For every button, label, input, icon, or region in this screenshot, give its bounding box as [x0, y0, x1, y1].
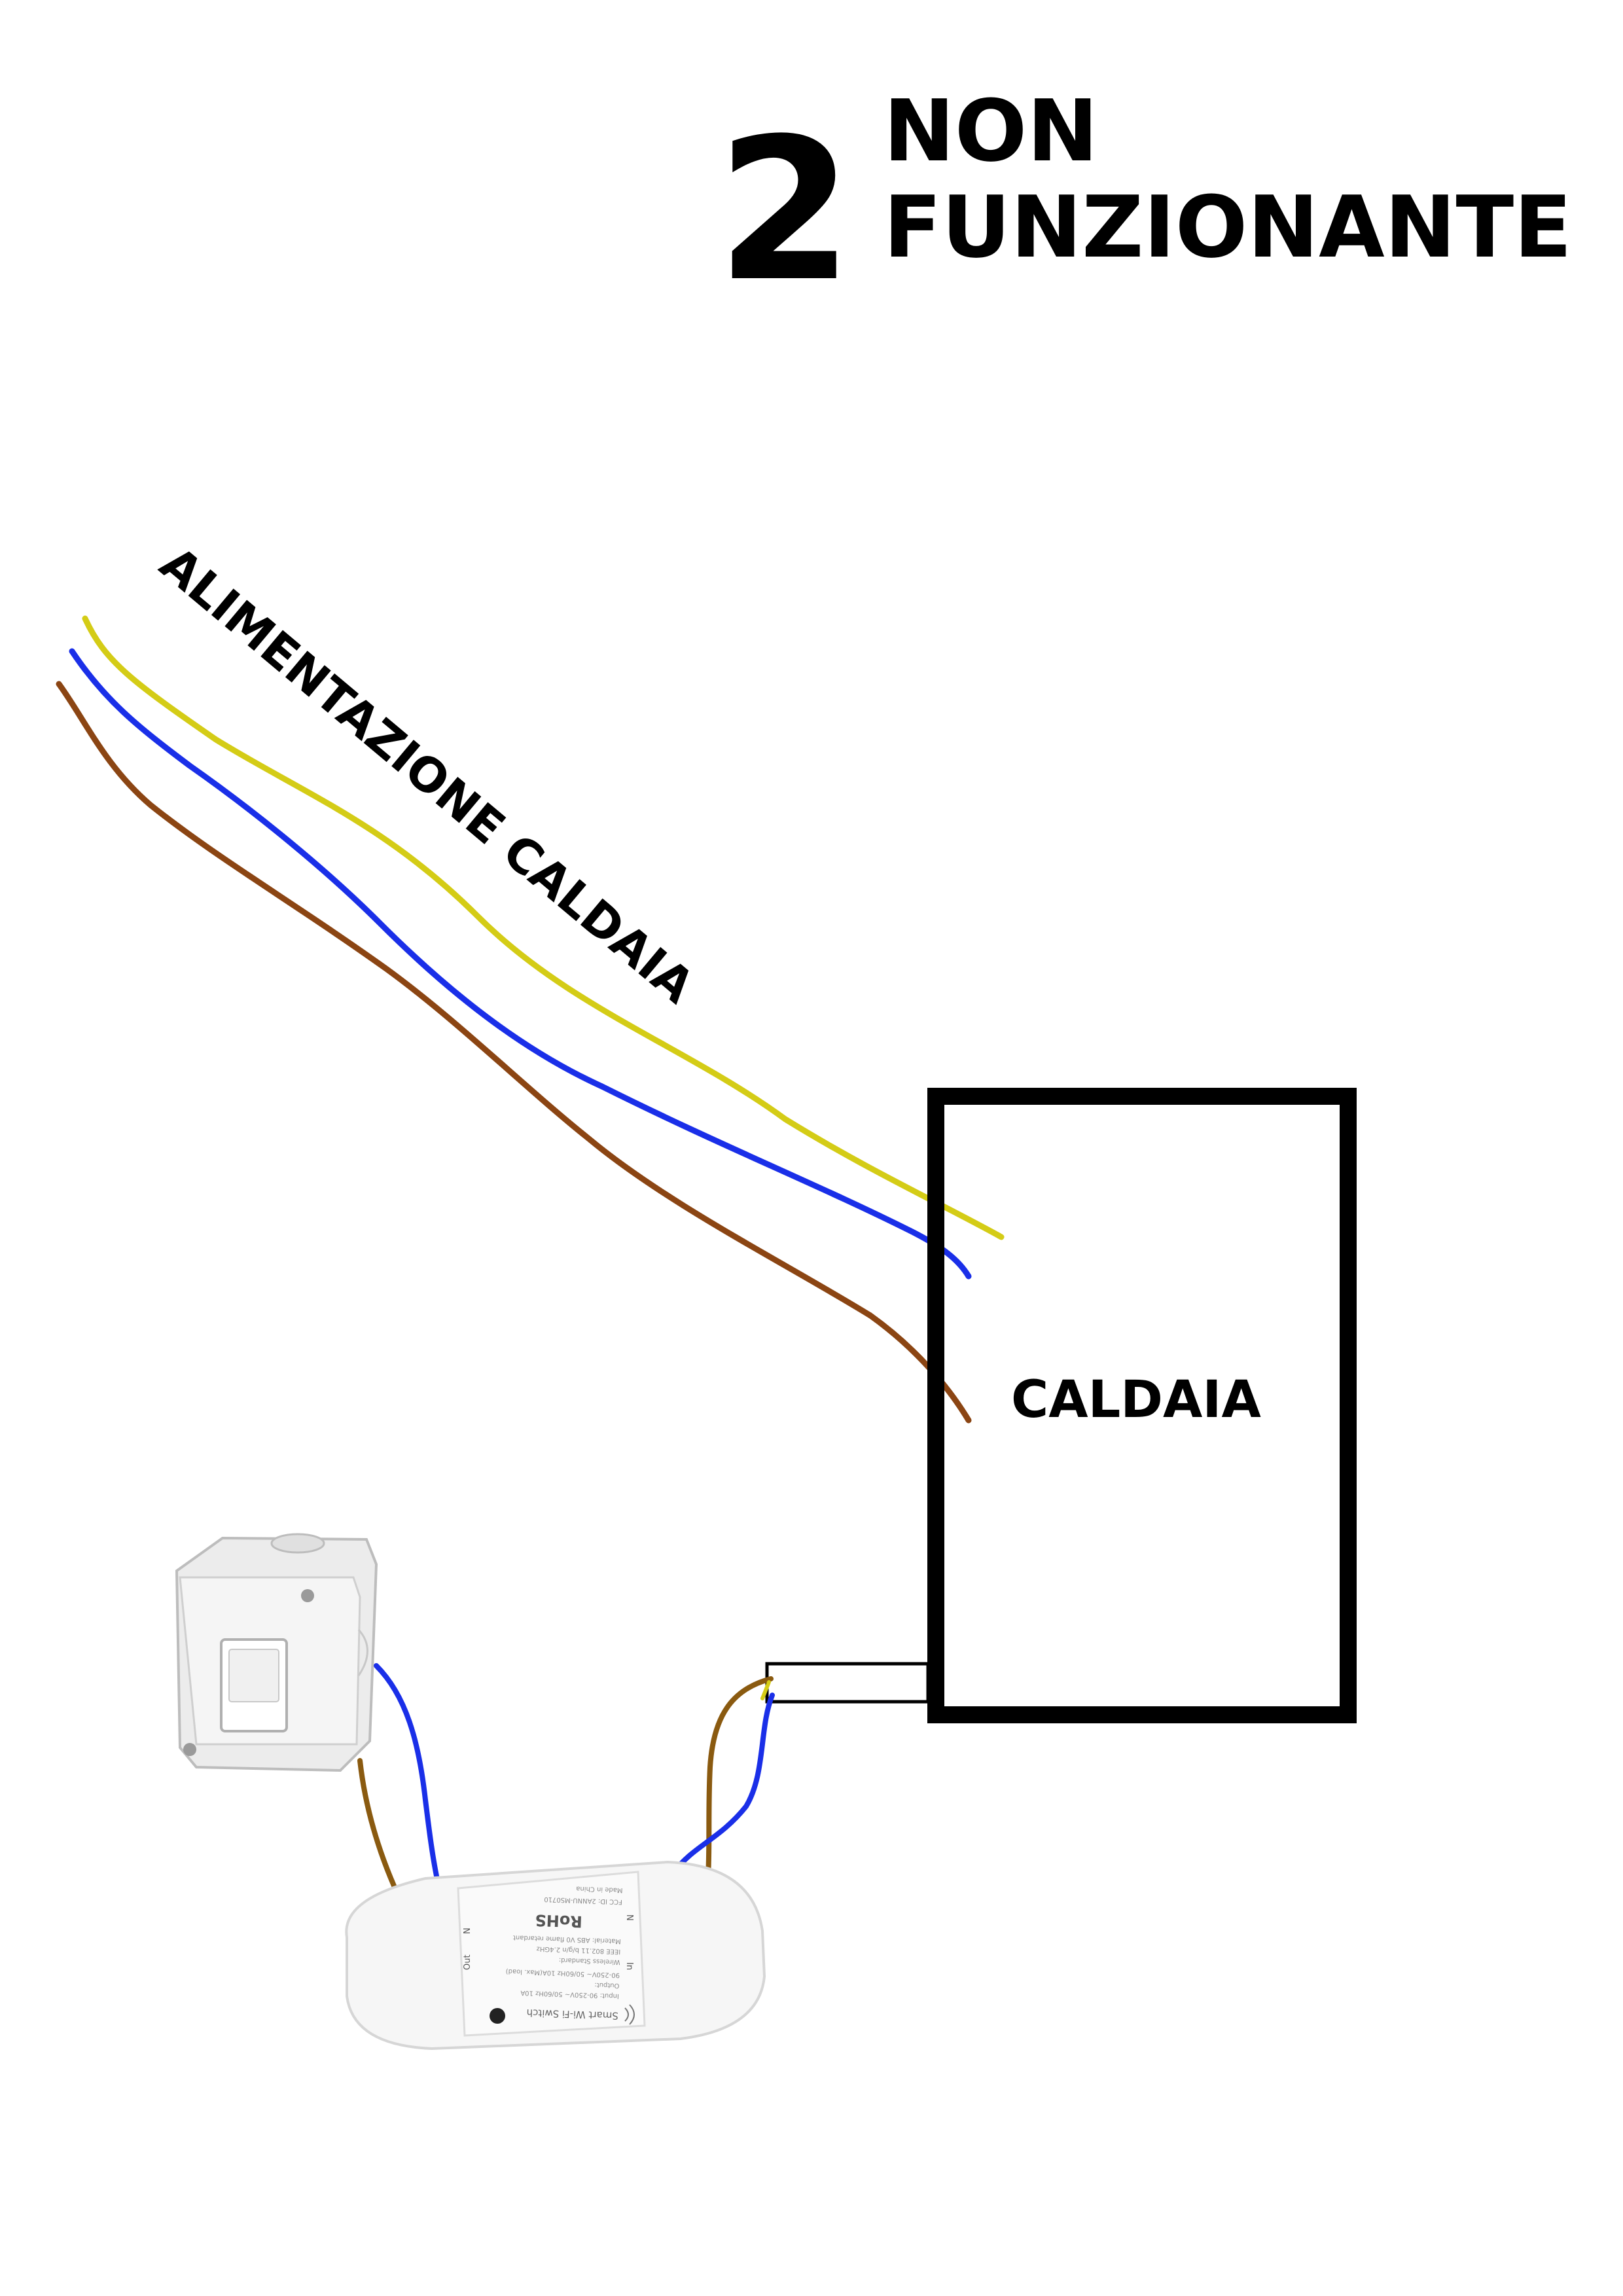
supply-wire-blue [69, 648, 972, 1280]
smart-relay-icon [345, 1860, 766, 2051]
module-line10: Made in China [576, 1885, 623, 1893]
terminal-n2: N [624, 1914, 634, 1921]
title-line2: FUNZIONANTE [883, 177, 1572, 277]
switch-box-icon [175, 1533, 378, 1772]
module-line6: IEEE 802.11 b/g/n 2.4GHz [537, 1945, 621, 1955]
title-line1: NON [883, 81, 1098, 181]
module-line2: Input: 90-250V~ 50/60Hz 10A [520, 1989, 619, 2000]
module-line8: RoHS [535, 1910, 582, 1931]
boiler-label: CALDAIA [1011, 1371, 1261, 1429]
module-line5: Wireless Standard: [559, 1956, 620, 1965]
terminal-out: Out [463, 1954, 473, 1970]
terminal-in: In [624, 1962, 634, 1970]
module-line1: Smart Wi-Fi Switch [526, 2007, 618, 2022]
boiler-cable-stub [765, 1662, 930, 1704]
boiler-wire-yellow [760, 1680, 771, 1700]
supply-wire-brown [56, 681, 972, 1424]
title-number: 2 [717, 96, 853, 325]
module-line9: FCC ID: 2ANNU-MS0710 [544, 1895, 622, 1905]
supply-label: ALIMENTAZIONE CALDAIA [150, 536, 705, 1014]
wifi-icon [624, 2004, 635, 2025]
supply-wire-yellow [82, 615, 1005, 1240]
module-line3: Output: [594, 1981, 619, 1989]
boiler-box [927, 1088, 1357, 1723]
terminal-n1: N [463, 1928, 473, 1934]
